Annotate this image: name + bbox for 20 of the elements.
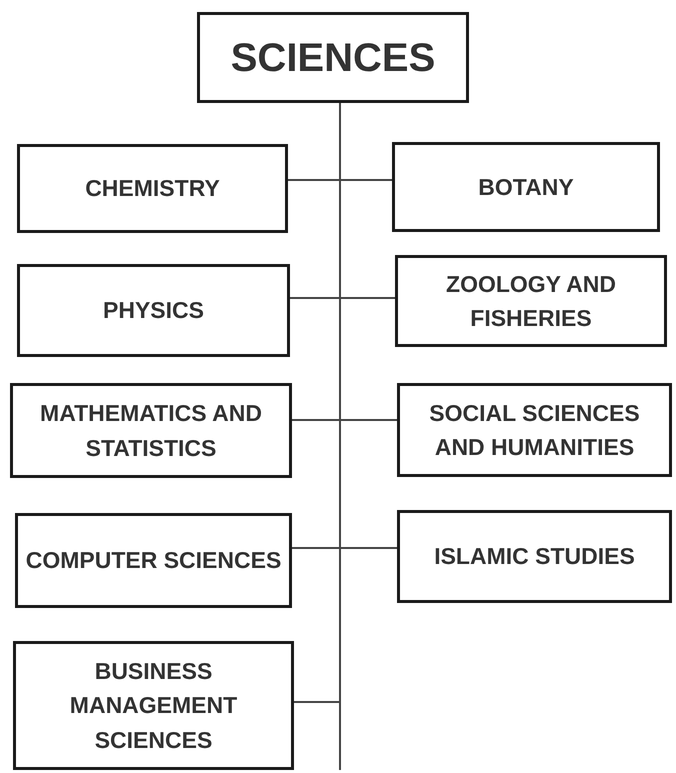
category-box: [397, 383, 672, 477]
category-box: [392, 142, 660, 232]
category-box: [10, 383, 292, 478]
category-box: [397, 510, 672, 603]
category-box: [197, 12, 469, 103]
category-label: COMPUTER SCIENCES: [24, 546, 282, 576]
category-label: PHYSICS: [102, 296, 205, 326]
category-label: CHEMISTRY: [84, 174, 221, 204]
category-label: SOCIAL SCIENCES AND HUMANITIES: [428, 398, 641, 462]
category-label: MATHEMATICS AND STATISTICS: [39, 399, 263, 462]
category-label: ISLAMIC STUDIES: [433, 542, 636, 572]
category-label: BUSINESS MANAGEMENT SCIENCES: [68, 656, 238, 755]
category-box: [13, 641, 294, 770]
category-box: [17, 144, 288, 233]
category-box: [17, 264, 290, 357]
category-box: [15, 513, 292, 608]
category-label: ZOOLOGY AND FISHERIES: [445, 270, 617, 333]
category-label: BOTANY: [477, 172, 575, 202]
chart-title: SCIENCES: [230, 34, 436, 82]
category-box: [395, 255, 667, 347]
